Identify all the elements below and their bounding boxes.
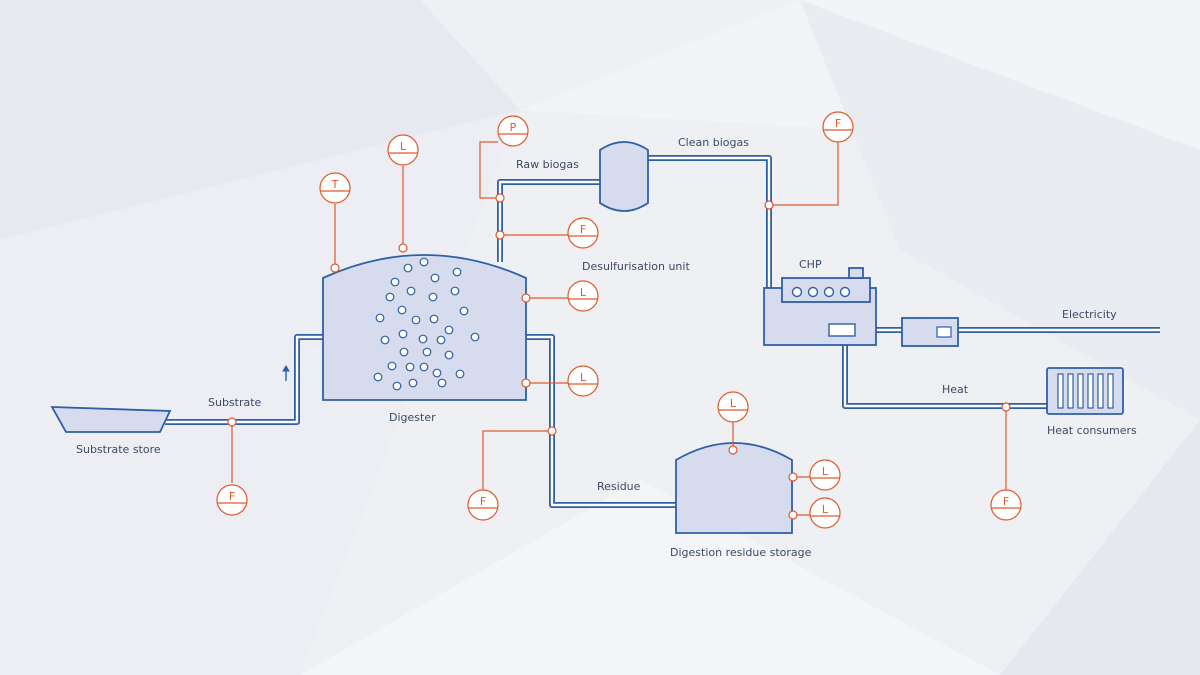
radiator [1046,367,1124,415]
instrument-level-storage-top: L [717,391,749,423]
instrument-level-digester-low: L [567,365,599,397]
label-residue: Residue [597,480,641,493]
svg-text:L: L [400,140,407,153]
flow-arrow-icon [282,365,290,381]
digestion-residue-storage [675,442,793,534]
svg-text:F: F [229,490,235,503]
svg-text:F: F [835,117,841,130]
digester [322,254,527,401]
instrument-pressure-raw-biogas: P [497,115,529,147]
svg-text:P: P [510,121,517,134]
instrument-leaders [231,141,1007,516]
digester-bubbles [373,257,480,391]
instrument-flow-clean-biogas: F [822,111,854,143]
svg-text:L: L [822,465,829,478]
substrate-store [50,406,172,433]
label-substrate: Substrate [208,396,262,409]
label-raw-biogas: Raw biogas [516,158,579,171]
instrument-flow-heat: F [990,489,1022,521]
instrument-level-storage-lower: L [809,497,841,529]
svg-text:L: L [730,397,737,410]
instrument-flow-residue: F [467,489,499,521]
label-desulfurisation-unit: Desulfurisation unit [582,260,690,273]
label-digester: Digester [389,411,436,424]
instrument-level-digester-mid: L [567,280,599,312]
chp-unit [763,267,959,347]
instrument-flow-substrate: F [216,484,248,516]
svg-text:F: F [480,495,486,508]
label-chp: CHP [799,258,822,271]
tap-points [227,193,1011,520]
svg-text:T: T [331,178,339,191]
desulfurisation-unit [599,141,649,212]
svg-text:L: L [580,286,587,299]
label-substrate-store: Substrate store [76,443,161,456]
label-clean-biogas: Clean biogas [678,136,749,149]
instrument-level-storage-upper: L [809,459,841,491]
label-heat: Heat [942,383,969,396]
instrument-flow-raw-biogas: F [567,217,599,249]
instrument-temperature-digester: T [319,172,351,204]
generator [901,317,959,347]
svg-text:F: F [1003,495,1009,508]
label-digestion-residue-storage: Digestion residue storage [670,546,812,559]
instrument-level-digester-top: L [387,134,419,166]
label-electricity: Electricity [1062,308,1117,321]
label-heat-consumers: Heat consumers [1047,424,1137,437]
pipe-heat [842,345,1055,409]
svg-text:F: F [580,223,586,236]
svg-text:L: L [580,371,587,384]
svg-text:L: L [822,503,829,516]
